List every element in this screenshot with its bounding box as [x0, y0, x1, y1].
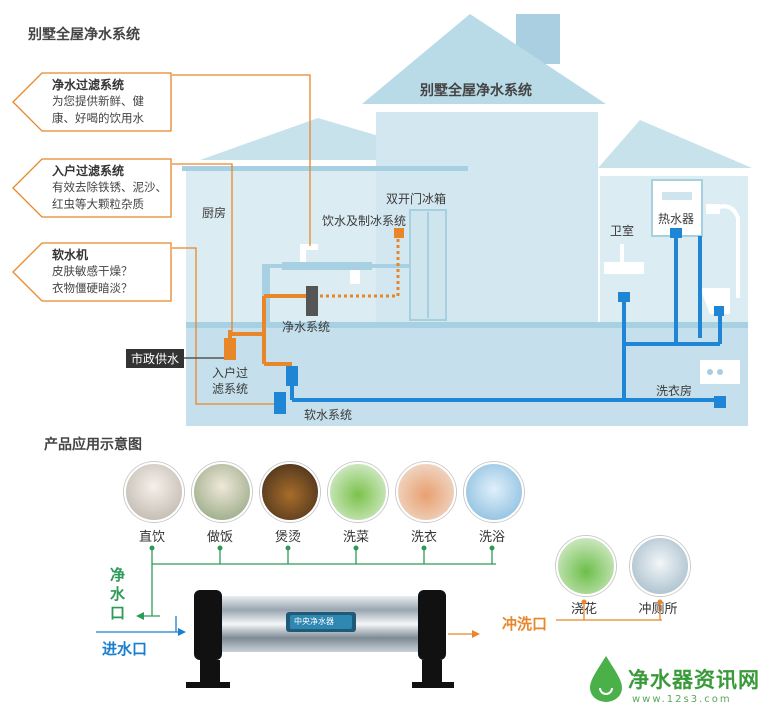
callout-softener-title: 软水机 [52, 248, 89, 262]
vegetable-icon [328, 462, 388, 522]
soup-icon [260, 462, 320, 522]
central-purifier-product [186, 590, 454, 688]
water-drop-logo-icon [590, 656, 622, 702]
water-in-label: 进水口 [102, 640, 148, 658]
callout-entry-title: 入户过滤系统 [52, 164, 125, 178]
flower-icon [556, 536, 616, 596]
kitchen-label: 厨房 [202, 206, 227, 220]
use-label-toilet: 冲厕所 [638, 602, 678, 617]
bathroom-label: 卫室 [610, 224, 635, 238]
use-label-cook: 做饭 [206, 530, 233, 545]
shower-icon [464, 462, 524, 522]
drink-ice-label: 饮水及制冰系统 [322, 214, 407, 228]
drink-icon [124, 462, 184, 522]
use-label-drink: 直饮 [138, 530, 165, 545]
roof-title: 别墅全屋净水系统 [420, 83, 532, 99]
watermark-url: www.12s3.com [632, 694, 732, 705]
water-heater-label: 热水器 [658, 212, 695, 226]
callout-entry-filter: 入户过滤系统 有效去除铁锈、泥沙、 红虫等大颗粒杂质 [12, 158, 172, 218]
watermark-name: 净水器资讯网 [628, 668, 760, 692]
callout-entry-line: 红虫等大颗粒杂质 [52, 197, 144, 211]
use-label-bath: 洗浴 [478, 530, 505, 545]
toilet-icon [630, 536, 690, 596]
callout-softener-line: 衣物僵硬暗淡？ [52, 281, 133, 295]
laundry-icon [396, 462, 456, 522]
clean-out-label: 净 水 口 [110, 566, 125, 623]
flush-out-label: 冲洗口 [502, 615, 548, 633]
entry-filter-label-2: 滤系统 [212, 382, 249, 396]
laundry-label: 洗衣房 [656, 384, 693, 398]
section-title: 产品应用示意图 [44, 437, 142, 453]
cooking-icon [192, 462, 252, 522]
callout-purifier-title: 净水过滤系统 [52, 78, 125, 92]
use-label-veg: 洗菜 [342, 530, 369, 545]
callout-softener-line: 皮肤敏感干燥？ [52, 264, 133, 278]
callout-purifier: 净水过滤系统 为您提供新鲜、健 康、好喝的饮用水 [12, 72, 172, 132]
entry-filter-label-1: 入户过 [212, 366, 249, 380]
product-badge: 中央净水器 [294, 617, 334, 626]
callout-softener: 软水机 皮肤敏感干燥？ 衣物僵硬暗淡？ [12, 242, 172, 302]
page-title: 别墅全屋净水系统 [28, 27, 140, 43]
softener-label: 软水系统 [304, 408, 353, 422]
callout-purifier-line: 为您提供新鲜、健 [52, 94, 144, 108]
callout-entry-line: 有效去除铁锈、泥沙、 [52, 180, 167, 194]
clean-out-char: 净 [110, 566, 126, 584]
clean-out-char: 口 [110, 604, 126, 622]
connector-lines [96, 545, 663, 638]
municipal-supply-tag: 市政供水 [126, 349, 185, 368]
clean-out-char: 水 [110, 585, 126, 603]
use-label-laundry: 洗衣 [410, 530, 437, 545]
callout-purifier-line: 康、好喝的饮用水 [52, 111, 144, 125]
house-diagram [172, 14, 752, 426]
use-label-soup: 煲烫 [274, 530, 301, 545]
purifier-label: 净水系统 [282, 320, 331, 334]
fridge-label: 双开门冰箱 [386, 192, 447, 206]
